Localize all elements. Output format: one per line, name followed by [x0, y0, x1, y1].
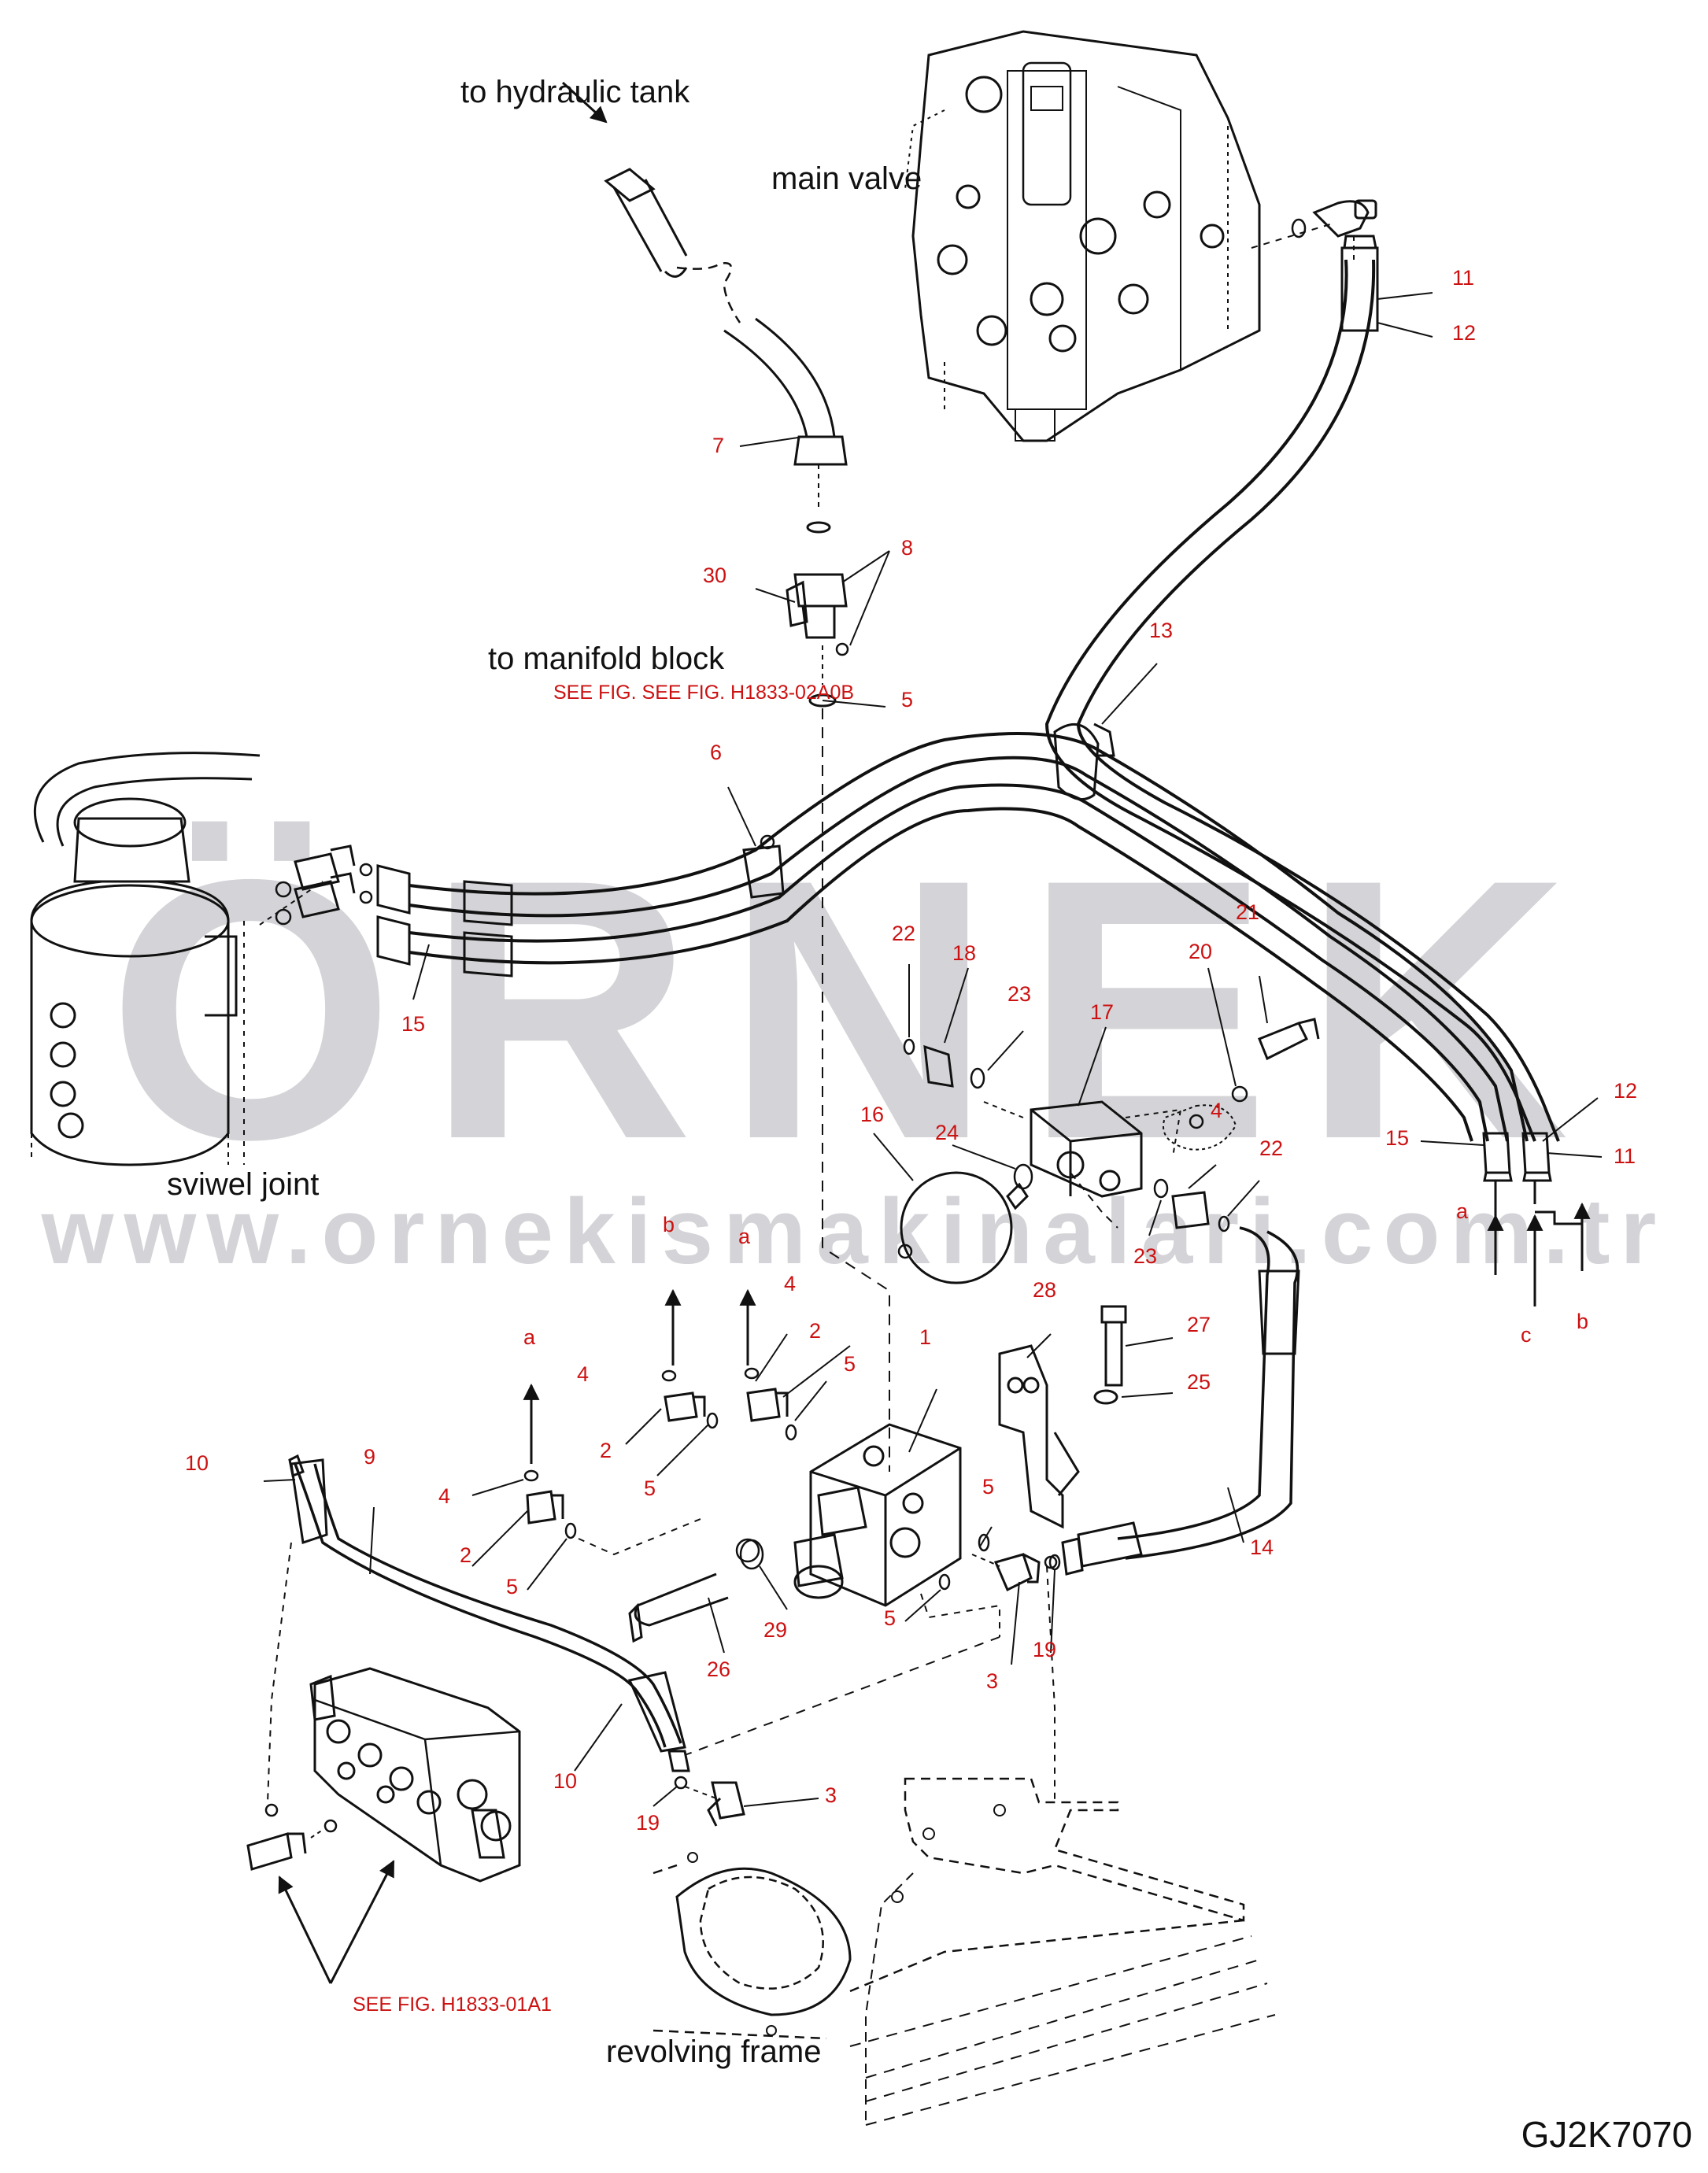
callout-10: 10: [553, 1769, 577, 1793]
callout-4: 4: [577, 1362, 589, 1386]
revolving-frame-illustration: [653, 1777, 1276, 2126]
hoses-11-12: [1044, 235, 1560, 1142]
callout-23: 23: [1007, 982, 1031, 1006]
label-to-manifold-block: to manifold block: [488, 641, 725, 676]
callout-2: 2: [809, 1319, 821, 1343]
callout-12: 12: [1614, 1079, 1637, 1103]
callout-17: 17: [1090, 1000, 1114, 1024]
label-to-hydraulic-tank: to hydraulic tank: [460, 75, 690, 109]
callout-29: 29: [763, 1618, 787, 1642]
callout-6: 6: [710, 741, 722, 764]
callout-3: 3: [986, 1669, 998, 1693]
callout-a: a: [1456, 1199, 1469, 1223]
callout-22: 22: [1259, 1136, 1283, 1160]
callout-15: 15: [1385, 1126, 1409, 1150]
callout-a: a: [523, 1325, 536, 1349]
label-revolving-frame: revolving frame: [606, 2034, 821, 2069]
manifold-block-illustration: [628, 1423, 962, 1643]
callout-14: 14: [1250, 1536, 1274, 1559]
callout-22: 22: [892, 922, 915, 945]
callout-11: 11: [1614, 1144, 1636, 1168]
watermark-brand: ÖRNEK: [107, 803, 1600, 1216]
callout-a: a: [738, 1225, 751, 1248]
callout-b: b: [663, 1213, 675, 1236]
ref-see-fig-manifold: SEE FIG. SEE FIG. H1833-02A0B: [553, 682, 854, 704]
callout-b: b: [1577, 1310, 1588, 1333]
callout-5: 5: [644, 1476, 656, 1500]
tank-hose: [561, 81, 848, 512]
callout-8: 8: [901, 536, 913, 560]
leader-lines: [263, 292, 1603, 1807]
drawing-code: GJ2K7070: [1521, 2114, 1692, 2155]
callout-27: 27: [1187, 1313, 1211, 1336]
callout-12: 12: [1452, 321, 1476, 345]
callout-5: 5: [844, 1352, 856, 1376]
callout-20: 20: [1189, 940, 1212, 963]
line-art: [30, 30, 1591, 2126]
callout-5: 5: [506, 1575, 518, 1598]
callout-5: 5: [901, 688, 913, 711]
callout-19: 19: [1033, 1638, 1056, 1661]
watermark: ÖRNEK www.ornekismakinalari.com.tr: [41, 803, 1667, 1284]
callout-19: 19: [636, 1811, 660, 1835]
callout-4: 4: [438, 1484, 450, 1508]
callout-15: 15: [401, 1012, 425, 1036]
callout-5: 5: [884, 1606, 896, 1630]
callout-16: 16: [860, 1103, 884, 1126]
callout-10: 10: [185, 1451, 209, 1475]
callout-23: 23: [1133, 1244, 1157, 1268]
callouts: 7 8 30 5 6 11 12 13 15 22 18 23 21 20 17…: [185, 266, 1637, 1835]
callout-7: 7: [712, 434, 724, 457]
callout-2: 2: [600, 1439, 612, 1462]
callout-c: c: [1521, 1323, 1532, 1347]
main-valve-illustration: [904, 30, 1261, 442]
swivel-joint-illustration: [30, 752, 323, 1166]
watermark-url: www.ornekismakinalari.com.tr: [41, 1180, 1667, 1284]
callout-4: 4: [1211, 1099, 1222, 1122]
callout-28: 28: [1033, 1278, 1056, 1302]
callout-11: 11: [1452, 266, 1474, 290]
callout-9: 9: [364, 1445, 375, 1469]
callout-26: 26: [707, 1657, 730, 1681]
label-swivel-joint: sviwel joint: [167, 1167, 319, 1202]
callout-30: 30: [703, 564, 726, 587]
callout-5: 5: [982, 1475, 994, 1499]
label-main-valve: main valve: [771, 161, 922, 196]
callout-1: 1: [919, 1325, 931, 1349]
callout-21: 21: [1236, 900, 1259, 924]
callout-13: 13: [1149, 619, 1173, 642]
callout-18: 18: [952, 941, 976, 965]
callout-3: 3: [825, 1783, 837, 1807]
callout-2: 2: [460, 1543, 471, 1567]
hoses-15: [376, 732, 1529, 1142]
ref-see-fig-bottom: SEE FIG. H1833-01A1: [353, 1994, 552, 2016]
callout-24: 24: [935, 1121, 959, 1144]
control-valve-illustration: [246, 1667, 521, 1883]
callout-25: 25: [1187, 1370, 1211, 1394]
callout-4: 4: [784, 1272, 796, 1295]
